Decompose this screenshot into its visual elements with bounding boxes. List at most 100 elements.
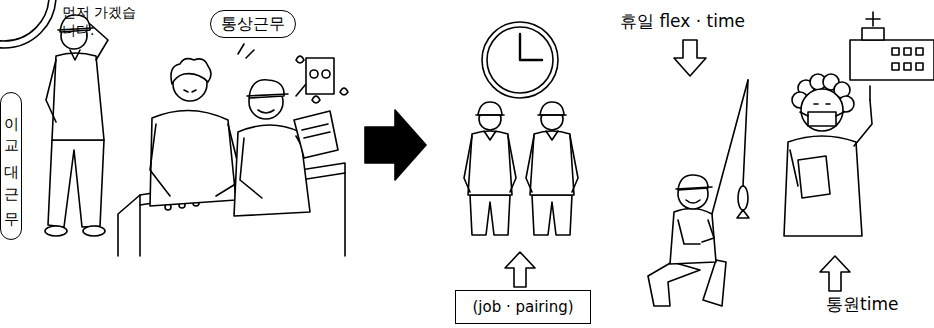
worker-leaving bbox=[48, 140, 104, 227]
hospital-building bbox=[916, 63, 923, 70]
paired-worker bbox=[526, 136, 534, 192]
hospital-building bbox=[904, 63, 911, 70]
nurse-with-mask bbox=[784, 74, 872, 236]
paired-worker bbox=[508, 136, 516, 192]
fishing-man bbox=[670, 208, 716, 264]
hospital-building bbox=[904, 48, 911, 55]
clock-symbol bbox=[482, 22, 558, 98]
clock-symbol bbox=[487, 27, 553, 93]
nurse-with-mask bbox=[814, 103, 830, 105]
paired-worker bbox=[532, 195, 572, 235]
worker-old-man bbox=[234, 80, 338, 216]
annotation-label: 통원time bbox=[826, 293, 934, 315]
nurse-with-mask bbox=[800, 112, 844, 116]
worker-old-man bbox=[302, 124, 330, 138]
nurse-with-mask bbox=[869, 86, 871, 100]
worker-woman bbox=[171, 59, 211, 84]
worker-old-man bbox=[258, 110, 274, 113]
worker-leaving bbox=[83, 226, 105, 236]
nurse-with-mask bbox=[808, 112, 836, 126]
sweat-marks bbox=[246, 50, 254, 58]
hollow-arrow bbox=[505, 252, 535, 287]
paired-worker bbox=[464, 136, 472, 192]
speech-circle bbox=[0, 0, 49, 41]
hollow-arrow bbox=[505, 40, 850, 291]
hospital-building bbox=[892, 63, 899, 70]
paired-worker bbox=[540, 102, 564, 115]
hospital-building bbox=[850, 12, 934, 80]
meter-panel bbox=[310, 70, 318, 78]
worker-woman bbox=[184, 90, 196, 92]
paired-worker bbox=[570, 136, 578, 192]
scheme-box: (job · pairing) bbox=[455, 290, 591, 324]
node-text: 통상근무 bbox=[221, 14, 285, 35]
node-text: (job · pairing) bbox=[472, 298, 573, 316]
hollow-arrow bbox=[820, 256, 850, 291]
fishing-man bbox=[686, 200, 700, 203]
transition-arrow bbox=[365, 110, 426, 180]
sweat-marks bbox=[340, 88, 348, 95]
clock-symbol bbox=[520, 34, 542, 60]
nurse-with-mask bbox=[798, 156, 830, 198]
fishing-man bbox=[703, 260, 726, 306]
fishing-man bbox=[737, 210, 749, 218]
worker-woman bbox=[150, 59, 242, 206]
sweat-marks bbox=[238, 44, 348, 103]
hospital-building bbox=[862, 28, 884, 40]
paired-worker bbox=[468, 131, 512, 195]
fishing-man bbox=[678, 220, 700, 244]
paired-worker bbox=[464, 102, 516, 235]
fishing-man bbox=[676, 187, 712, 189]
fishing-man bbox=[702, 220, 714, 242]
nurse-with-mask bbox=[854, 100, 872, 146]
speech-circle bbox=[0, 0, 56, 48]
paired-worker bbox=[530, 131, 574, 195]
speech-text: 먼저 가겠습니다. bbox=[62, 3, 144, 39]
hospital-building bbox=[916, 48, 923, 55]
worker-leaving bbox=[70, 50, 80, 60]
worker-old-man bbox=[247, 94, 288, 96]
transition-arrow bbox=[365, 110, 426, 180]
paired-worker bbox=[484, 131, 496, 140]
sweat-marks bbox=[312, 96, 320, 103]
meter-panel bbox=[296, 84, 306, 96]
meter-panel bbox=[322, 70, 330, 78]
meter-panel bbox=[306, 58, 334, 94]
shift-tag: 통상근무 bbox=[210, 10, 296, 38]
meter-panel bbox=[296, 58, 334, 96]
hollow-arrow bbox=[674, 40, 706, 76]
hospital-building bbox=[866, 12, 880, 26]
paired-worker bbox=[538, 114, 566, 116]
annotation-label: 휴일 flex · time bbox=[620, 10, 800, 32]
paired-worker bbox=[470, 195, 510, 235]
worker-woman bbox=[150, 124, 170, 196]
nurse-with-mask bbox=[784, 136, 862, 236]
fishing-man bbox=[648, 262, 700, 306]
fishing-man bbox=[648, 80, 749, 306]
worker-old-man bbox=[240, 138, 262, 198]
paired-worker bbox=[546, 131, 558, 140]
paired-worker bbox=[478, 102, 502, 115]
paired-worker bbox=[476, 114, 504, 116]
nurse-with-mask bbox=[801, 89, 843, 131]
fishing-man bbox=[743, 80, 748, 186]
worker-leaving bbox=[45, 226, 67, 236]
worker-old-man bbox=[294, 111, 338, 158]
speech-circle bbox=[0, 0, 56, 48]
nurse-with-mask bbox=[790, 150, 798, 186]
clock-symbol bbox=[482, 22, 558, 98]
fishing-man bbox=[738, 186, 748, 210]
hospital-building bbox=[850, 40, 934, 80]
sweat-marks bbox=[296, 56, 304, 63]
node-text: 이교대근무 bbox=[2, 106, 21, 226]
shift-tag: 이교대근무 bbox=[0, 92, 22, 240]
hospital-building bbox=[892, 48, 899, 55]
worker-leaving bbox=[52, 53, 104, 140]
worker-leaving bbox=[46, 60, 56, 122]
sweat-marks bbox=[238, 44, 244, 54]
paired-worker bbox=[526, 102, 578, 235]
worker-leaving bbox=[45, 15, 108, 236]
